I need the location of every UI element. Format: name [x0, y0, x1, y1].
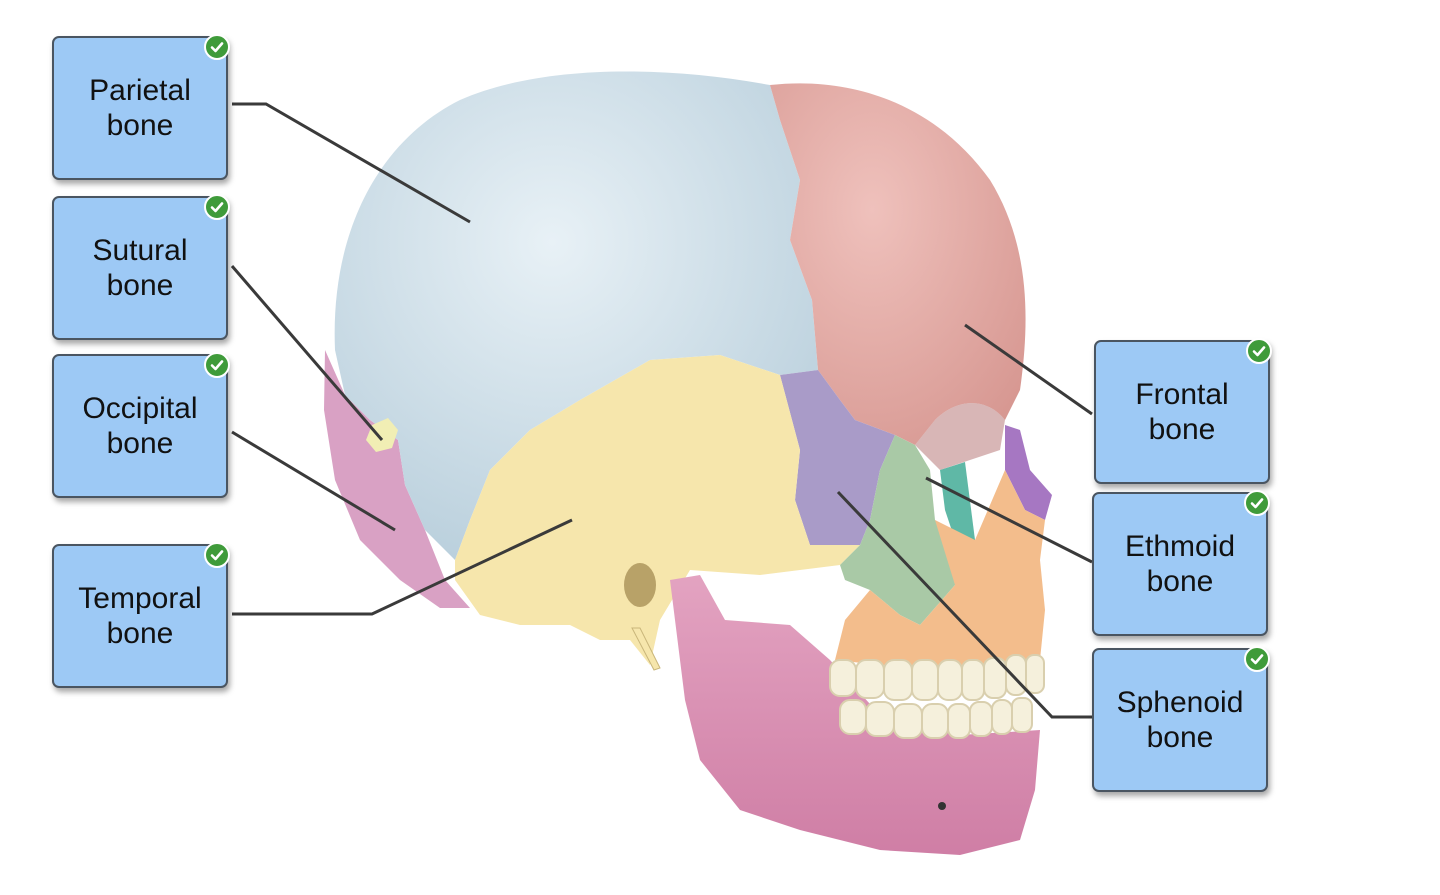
ear-opening — [624, 563, 656, 607]
label-temporal-bone[interactable]: Temporal bone — [52, 542, 230, 688]
label-occipital-bone[interactable]: Occipital bone — [52, 352, 230, 498]
sphenoid-bone-region — [780, 370, 895, 545]
label-text: Sutural bone — [92, 234, 188, 302]
check-icon — [1244, 490, 1270, 516]
label-text: Parietal bone — [89, 74, 191, 142]
parietal-bone-region — [334, 71, 818, 561]
styloid-process — [631, 627, 661, 671]
label-text: Temporal bone — [78, 582, 202, 650]
frontal-bone-region — [770, 83, 1026, 445]
maxilla-region — [835, 470, 1045, 670]
label-text: Occipital bone — [82, 392, 198, 460]
sutural-bone-region — [366, 418, 398, 452]
check-icon — [1244, 646, 1270, 672]
leader-line-ethmoid — [925, 476, 1093, 564]
label-sphenoid-bone[interactable]: Sphenoid bone — [1092, 646, 1270, 792]
label-text: Frontal bone — [1135, 378, 1229, 446]
check-icon — [204, 542, 230, 568]
check-icon — [204, 352, 230, 378]
temporal-bone-region — [455, 355, 860, 665]
check-icon — [204, 194, 230, 220]
label-text: Sphenoid bone — [1116, 686, 1244, 754]
check-icon — [204, 34, 230, 60]
leader-line-frontal — [964, 323, 1093, 416]
label-parietal-bone[interactable]: Parietal bone — [52, 34, 230, 180]
label-ethmoid-bone[interactable]: Ethmoid bone — [1092, 490, 1270, 636]
leader-line-sutural — [230, 265, 384, 441]
check-icon — [1246, 338, 1272, 364]
nasal-bone-region — [1005, 425, 1052, 520]
label-sutural-bone[interactable]: Sutural bone — [52, 194, 230, 340]
leader-line-sphenoid — [836, 490, 1092, 719]
label-text: Ethmoid bone — [1124, 530, 1236, 598]
leader-line-occipital — [231, 430, 396, 532]
leader-line-temporal — [232, 518, 573, 616]
mental-foramen — [938, 802, 946, 810]
leader-lines — [230, 102, 1093, 719]
leader-line-parietal — [232, 102, 471, 224]
ethmoid-bone-region — [940, 462, 975, 540]
label-frontal-bone[interactable]: Frontal bone — [1094, 338, 1272, 484]
zygomatic-bone-region — [840, 435, 960, 625]
orbit-shadow — [915, 403, 1005, 470]
teeth — [829, 654, 1045, 739]
mandibular-notch — [730, 600, 790, 618]
